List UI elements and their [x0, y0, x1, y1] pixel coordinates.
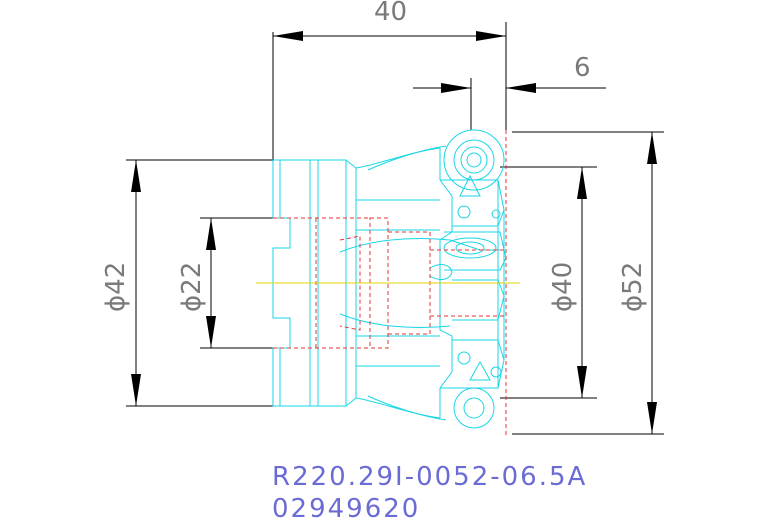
- dimension-length: 40: [272, 0, 507, 160]
- part-number-label: R220.29I-0052-06.5A: [272, 462, 588, 492]
- dimension-diameter-22-text: ϕ22: [177, 262, 207, 312]
- dimension-diameter-40: ϕ40: [500, 166, 597, 399]
- cutter-body-outline: [272, 129, 507, 429]
- dimension-diameter-52: ϕ52: [512, 131, 664, 435]
- dimension-diameter-22: ϕ22: [177, 217, 290, 349]
- dimension-diameter-52-text: ϕ52: [618, 262, 648, 312]
- dimension-offset: 6: [413, 53, 606, 130]
- dimension-length-text: 40: [374, 0, 407, 27]
- dimension-diameter-42: ϕ42: [101, 159, 273, 407]
- dimension-diameter-40-text: ϕ40: [548, 262, 578, 312]
- dimension-offset-text: 6: [574, 53, 591, 83]
- code-label: 02949620: [272, 494, 421, 524]
- dimension-diameter-42-text: ϕ42: [101, 262, 131, 312]
